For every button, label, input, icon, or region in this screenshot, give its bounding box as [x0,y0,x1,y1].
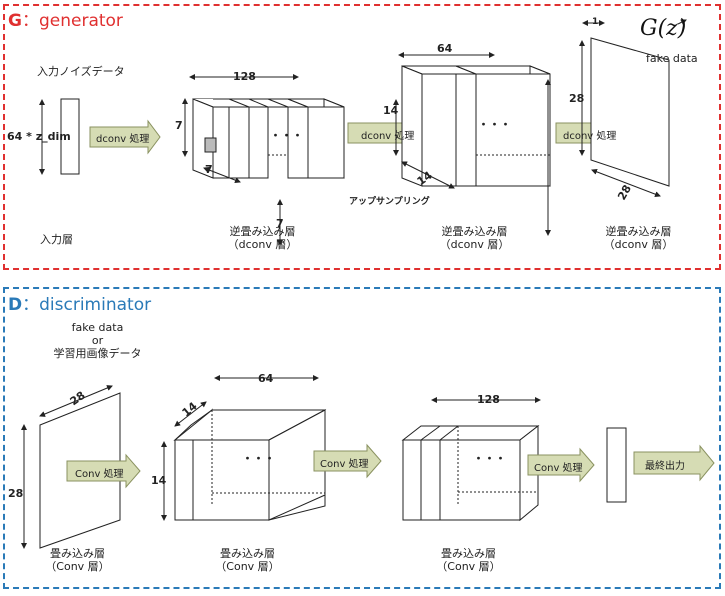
d-input-line3: 学習用画像データ [53,347,142,360]
g-dconv-label-3: dconv 処理 [563,131,617,142]
d-block-1-dots: ・・・ [242,452,275,465]
g-dim-7-depth: 7 [205,163,213,176]
d-input-label: fake data or 学習用画像データ [30,321,165,360]
gz-g: G( [640,16,667,41]
g-fake-data-label: fake data [646,52,698,65]
g-upsampling-label: アップサンプリング [349,197,430,207]
g-input-noise-label: 入力ノイズデータ [37,65,125,78]
g-block-2-dots: ・・・ [478,118,511,131]
d-layer-label-1: 畳み込み層 （Conv 層） [20,547,135,573]
d-conv-label-2: Conv 処理 [320,459,369,470]
g-layer-label-2: 逆畳み込み層 （dconv 層） [417,225,532,251]
d-input-line2: or [91,334,104,347]
g-dim-14-height: 14 [383,104,399,117]
g-output-function-label: G(z) [640,16,686,41]
g-block-1-kernel [204,137,217,153]
g-dim-128: 128 [233,70,256,83]
g-layer-3-line2: （dconv 層） [603,238,674,251]
discriminator-title-sep: ： [22,295,40,315]
d-dim-64: 64 [258,372,274,385]
g-block-1-dots: ・・・ [270,129,303,142]
d-layer-1-line2: （Conv 層） [45,560,110,573]
g-dim-64: 64 [437,42,453,55]
g-layer-label-1: 逆畳み込み層 （dconv 層） [205,225,320,251]
g-output-plane [590,37,670,187]
d-block-2-dots: ・・・ [473,452,506,465]
d-layer-3-line1: 畳み込み層 [441,547,496,560]
d-conv-arrow-3 [527,447,595,483]
g-layer-3-line1: 逆畳み込み層 [605,225,672,238]
d-dim-28-height: 28 [8,487,24,500]
g-dconv-label-2: dconv 処理 [361,131,415,142]
g-layer-2-line1: 逆畳み込み層 [441,225,508,238]
d-block-2 [401,424,540,522]
d-layer-label-2: 畳み込み層 （Conv 層） [190,547,305,573]
g-dim-28-height: 28 [569,92,585,105]
d-dim-128: 128 [477,393,500,406]
generator-panel [3,4,721,270]
d-dim-14-height: 14 [151,474,167,487]
generator-title: G：generator [8,6,123,31]
g-layer-2-line2: （dconv 層） [439,238,510,251]
d-layer-2-line1: 畳み込み層 [220,547,275,560]
d-layer-2-line2: （Conv 層） [215,560,280,573]
g-dim-7-extra: 7 [276,217,284,230]
discriminator-panel [3,287,721,589]
g-input-layer-label: 入力層 [40,233,73,246]
discriminator-title: D：discriminator [8,290,151,315]
d-final-output-arrow [633,444,715,482]
d-output-bar [606,427,627,503]
d-conv-label-3: Conv 処理 [534,463,583,474]
d-conv-label-1: Conv 処理 [75,469,124,480]
generator-title-word: generator [38,11,123,31]
d-layer-3-line2: （Conv 層） [436,560,501,573]
g-input-dim-label: 64 * z_dim [7,130,71,143]
generator-title-letter: G [8,11,22,31]
g-layer-1-line1: 逆畳み込み層 [229,225,296,238]
discriminator-title-word: discriminator [39,295,152,315]
d-layer-label-3: 畳み込み層 （Conv 層） [411,547,526,573]
discriminator-title-letter: D [8,295,23,315]
g-block-2 [401,65,551,187]
d-input-line1: fake data [71,321,124,334]
g-input-vector [60,98,80,175]
gz-z: z [666,16,678,41]
g-layer-label-3: 逆畳み込み層 （dconv 層） [581,225,696,251]
d-final-output-label: 最終出力 [645,461,685,472]
g-dim-1: 1 [592,17,599,27]
gz-close: ) [677,16,687,41]
g-dconv-arrow-1 [89,119,161,155]
d-conv-arrow-1 [66,453,141,489]
generator-title-sep: ： [21,11,39,31]
d-layer-1-line1: 畳み込み層 [50,547,105,560]
d-conv-arrow-2 [313,443,382,479]
g-layer-1-line2: （dconv 層） [227,238,298,251]
g-dim-7-height: 7 [175,119,183,132]
g-dconv-label-1: dconv 処理 [96,134,150,145]
